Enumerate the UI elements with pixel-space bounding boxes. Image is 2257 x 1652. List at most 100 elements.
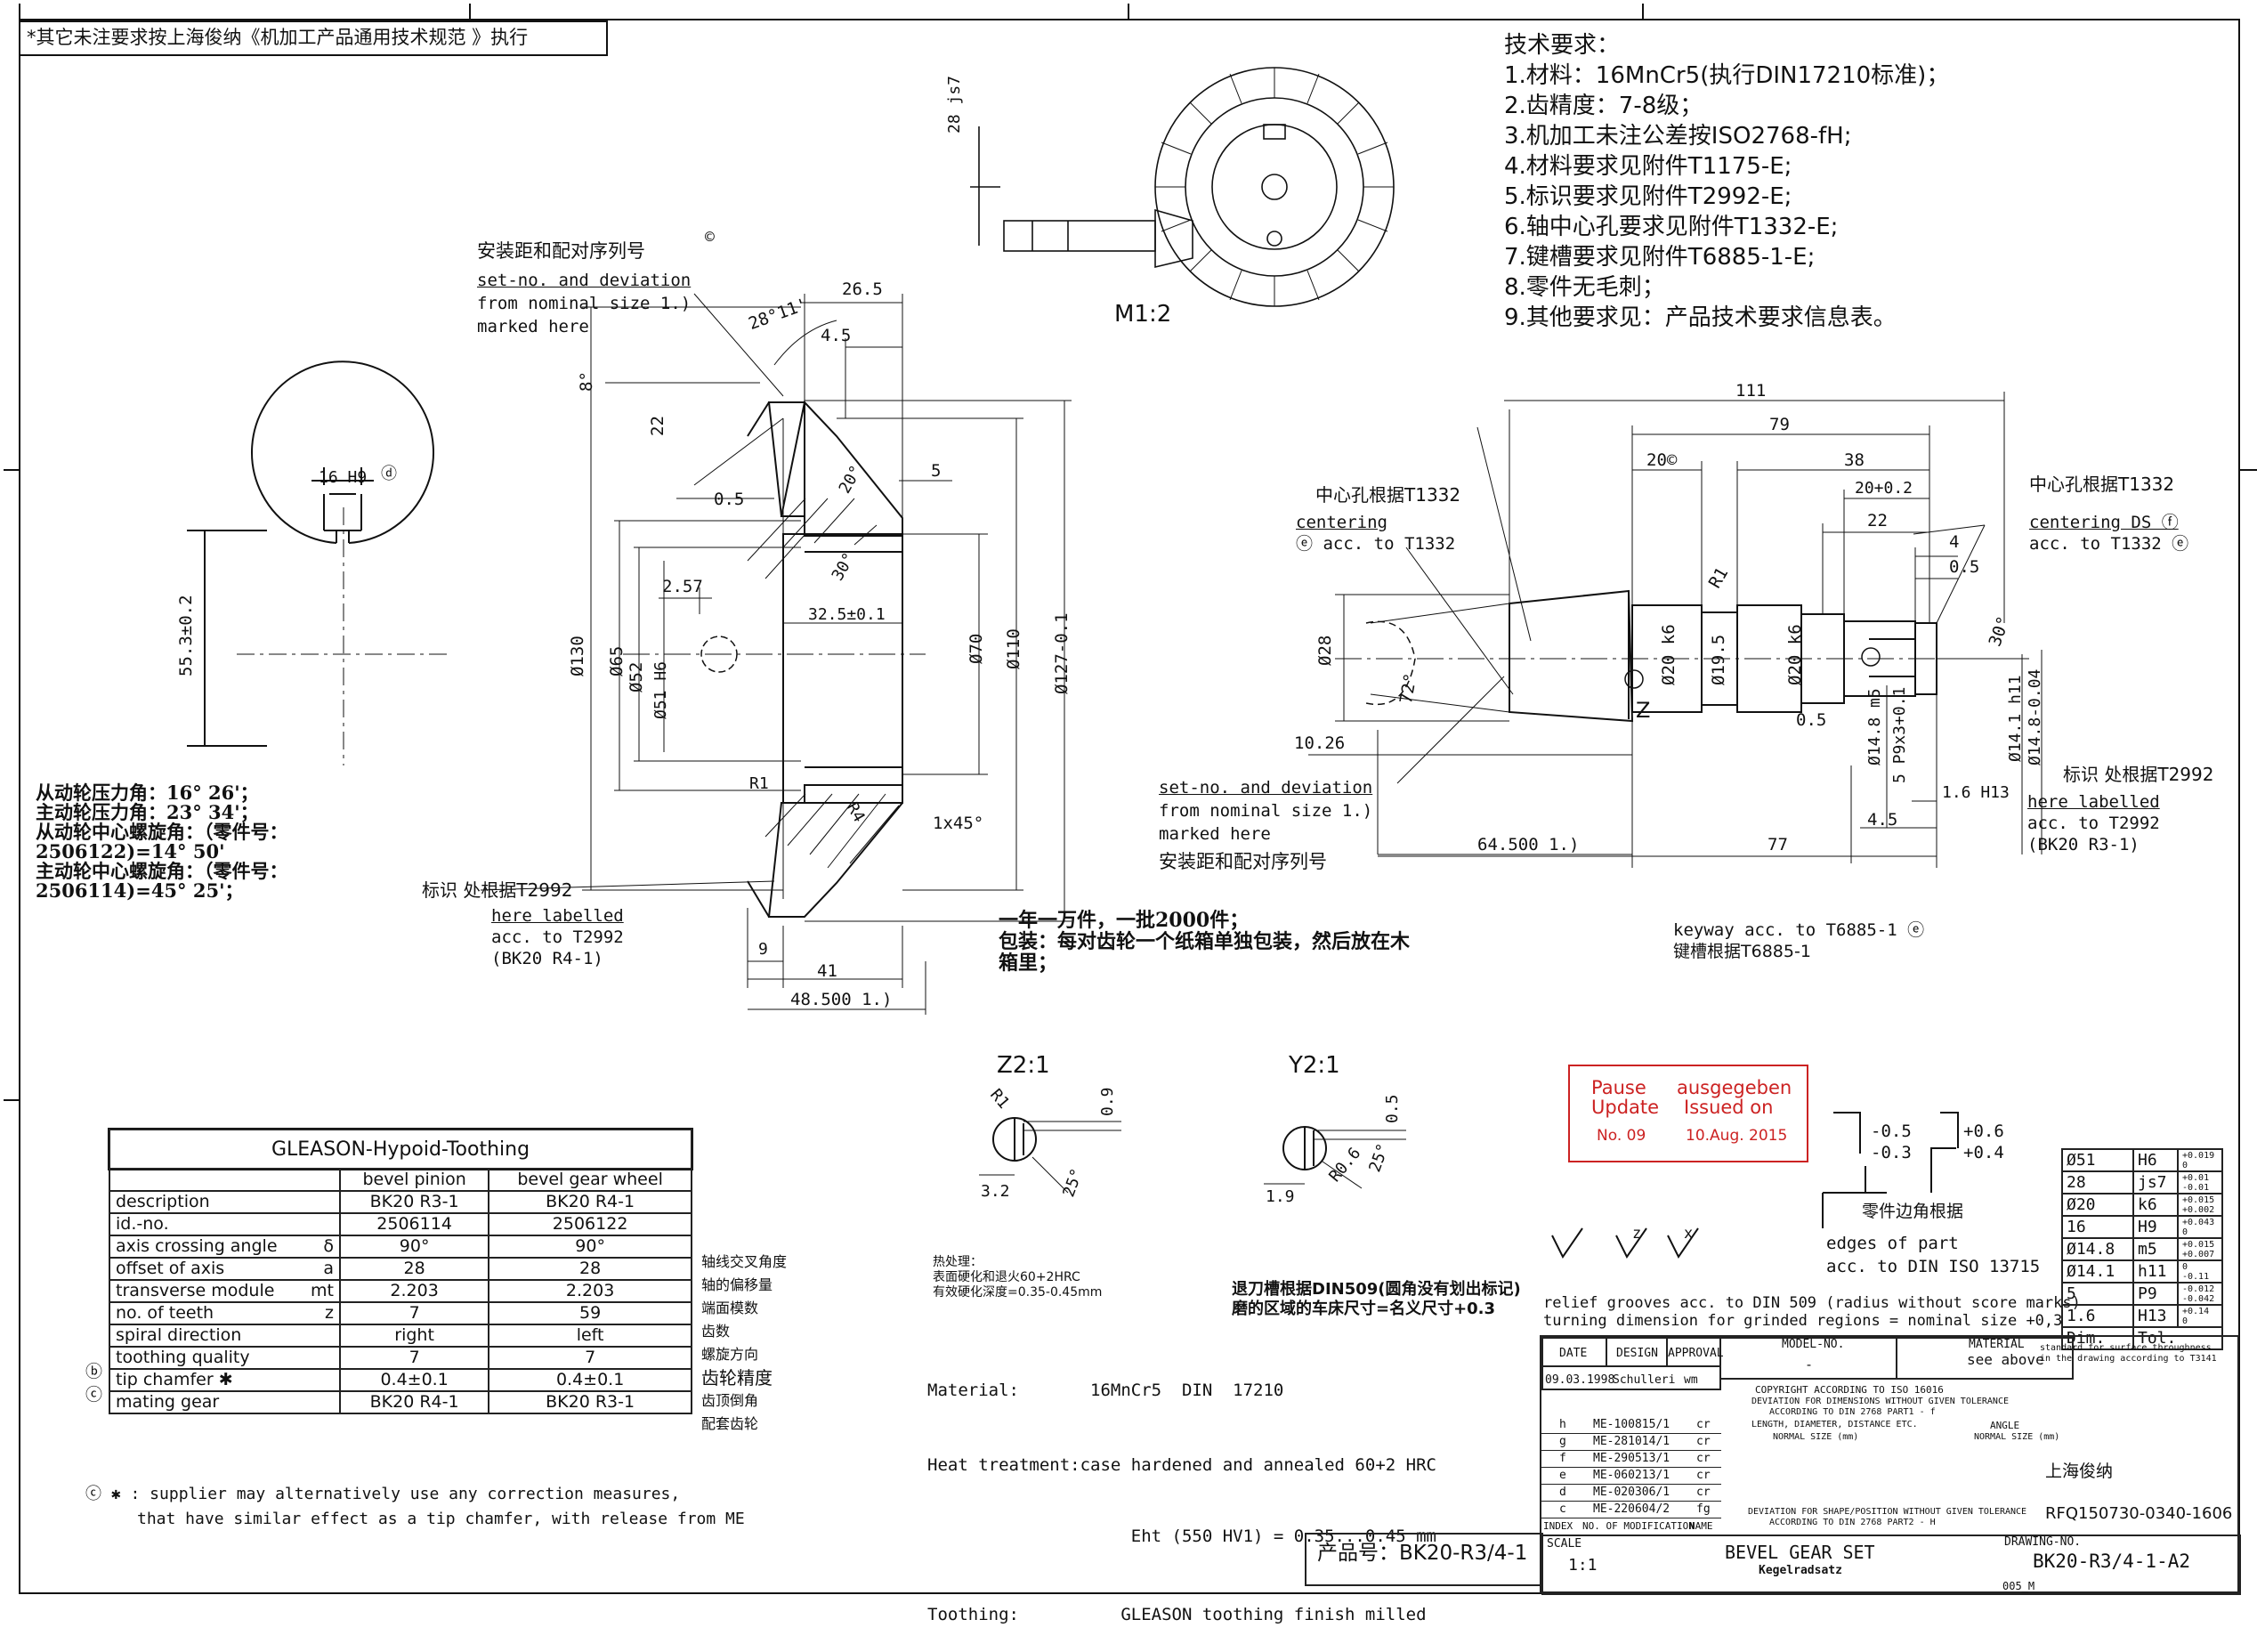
tech-item: 6.轴中心孔要求见附件T1332-E; xyxy=(1504,214,1839,240)
dim: 0.5 xyxy=(714,490,745,509)
tb-copyright: COPYRIGHT ACCORDING TO ISO 16016 xyxy=(1755,1384,1944,1396)
keyway-circle xyxy=(187,360,450,765)
row-v2: 59 xyxy=(488,1301,692,1325)
row-sym: a xyxy=(323,1259,334,1278)
scale-m12: M1:2 xyxy=(1114,301,1172,328)
tb-dev1: DEVIATION FOR DIMENSIONS WITHOUT GIVEN T… xyxy=(1751,1397,2009,1406)
packing-line: 箱里； xyxy=(999,952,1058,975)
tech-item: 5.标识要求见附件T2992-E; xyxy=(1504,183,1792,210)
z-dim: 3.2 xyxy=(981,1182,1010,1201)
rev-index-h: INDEX xyxy=(1543,1520,1573,1532)
tol-header-row: Dim.Tol. xyxy=(2061,1326,2223,1350)
shaft-center-right-2: acc. to T1332 ⓔ xyxy=(2029,534,2189,554)
dim: Ø127-0.1 xyxy=(1052,612,1072,694)
dim: 64.500 1.) xyxy=(1477,835,1580,854)
tb-approval-h: APPROVAL xyxy=(1668,1347,1724,1360)
row-v1: 2506114 xyxy=(338,1212,490,1236)
rev-no: ME-100815/1 xyxy=(1593,1418,1671,1431)
keyway-d-mark: ⓓ xyxy=(381,465,397,483)
sheet-code: 005_M xyxy=(2002,1580,2035,1592)
row-label: toothing quality xyxy=(109,1346,341,1370)
row-cn: 端面模数 xyxy=(701,1300,759,1316)
tol-dim: 16 xyxy=(2061,1215,2134,1239)
stamp-pause: Pause xyxy=(1591,1077,1646,1098)
footnote-1: ⓒ ✱ : supplier may alternatively use any… xyxy=(85,1485,681,1503)
header-note: *其它未注要求按上海俊纳《机加工产品通用技术规范 》执行 xyxy=(27,27,529,48)
row-label: no. of teeth xyxy=(116,1303,214,1323)
row-v1: 2.203 xyxy=(338,1279,490,1303)
grind-en1: relief grooves acc. to DIN 509 (radius w… xyxy=(1543,1294,2081,1312)
rev-name: cr xyxy=(1696,1418,1711,1431)
angle-line: 主动轮中心螺旋角：（零件号： xyxy=(36,860,288,882)
shaft-center-left-2: ⓔ acc. to T1332 xyxy=(1296,534,1456,554)
tb-dev2: ACCORDING TO DIN 2768 PART1 - f xyxy=(1769,1407,1936,1417)
dim: Ø20 k6 xyxy=(1785,624,1805,685)
tb-design: Schulleri xyxy=(1613,1373,1676,1387)
dim: 20© xyxy=(1646,450,1678,470)
tol-dim: Ø20 xyxy=(2061,1193,2134,1217)
row-cn: 齿数 xyxy=(701,1323,731,1340)
rev-idx: d xyxy=(1559,1486,1566,1499)
dim: 8° xyxy=(577,371,596,392)
surface-z: z xyxy=(1632,1225,1642,1243)
row-label: spiral direction xyxy=(109,1324,341,1348)
rev-name: cr xyxy=(1696,1486,1711,1499)
material-line: Toothing: GLEASON toothing finish milled xyxy=(927,1605,1427,1624)
dim: Ø14.8-0.04 xyxy=(2026,668,2044,765)
row-v2: left xyxy=(488,1324,692,1348)
tol-class: js7 xyxy=(2132,1170,2179,1194)
material-block: Material: 16MnCr5 DIN 17210 Heat treatme… xyxy=(927,1328,1436,1652)
row-sym: z xyxy=(325,1303,334,1323)
angle-line: 2506122)=14° 50' xyxy=(36,840,225,862)
row-label: id.-no. xyxy=(109,1212,341,1236)
row-v2: 90° xyxy=(488,1235,692,1259)
keyway-note: keyway acc. to T6885-1 ⓔ xyxy=(1673,920,1925,940)
dim: 4.5 xyxy=(821,326,852,345)
tol-values: +0.14 0 xyxy=(2177,1304,2223,1328)
shaft-setno-2: from nominal size 1.) xyxy=(1159,801,1373,821)
tech-item: 4.材料要求见附件T1175-E; xyxy=(1504,153,1792,180)
packing-note: 一年一万件，一批2000件； 包装：每对齿轮一个纸箱单独包装，然后放在木 箱里； xyxy=(999,910,1410,974)
title-block: DATE DESIGN APPROVAL MODEL-NO. - MATERIA… xyxy=(1540,1335,2241,1595)
keyway-note-cn: 键槽根据T6885-1 xyxy=(1673,942,1811,961)
dim: 48.500 1.) xyxy=(790,990,893,1009)
edge-d: +0.4 xyxy=(1963,1143,2004,1162)
rev-idx: f xyxy=(1559,1452,1566,1465)
gear-mount-3: marked here xyxy=(477,317,589,336)
row-v2: 28 xyxy=(488,1257,692,1281)
tb-shape1: DEVIATION FOR SHAPE/POSITION WITHOUT GIV… xyxy=(1748,1507,2027,1517)
shaft-mark-cn: 标识 处根据T2992 xyxy=(2063,764,2214,785)
dim: 1.6 H13 xyxy=(1942,783,2010,802)
tb-material-h: MATERIAL xyxy=(1969,1338,2025,1351)
tol-class: h11 xyxy=(2132,1259,2179,1284)
shaft-setno-3: marked here xyxy=(1159,824,1271,844)
gear-mount-cn: 安装距和配对序列号 xyxy=(477,240,645,262)
rev-name: fg xyxy=(1696,1502,1711,1516)
row-cn: 轴线交叉角度 xyxy=(701,1253,788,1270)
row-v2: BK20 R4-1 xyxy=(488,1190,692,1214)
row-sym: δ xyxy=(323,1236,334,1256)
row-v2: 0.4±0.1 xyxy=(488,1368,692,1392)
tb-date-row xyxy=(1541,1365,1721,1390)
shaft-center-left-1: centering xyxy=(1296,513,1387,532)
tb-title: BEVEL GEAR SET xyxy=(1725,1542,1875,1563)
shaft-mark-2: acc. to T2992 xyxy=(2027,814,2160,833)
row-v2: 2.203 xyxy=(488,1279,692,1303)
tol-class: H13 xyxy=(2132,1304,2179,1328)
row-label: mating gear xyxy=(109,1390,341,1414)
dim: 9 xyxy=(758,940,768,959)
tb-model-h: MODEL-NO. xyxy=(1782,1338,1845,1351)
z-dim: 0.9 xyxy=(1098,1087,1117,1116)
row-v1: BK20 R4-1 xyxy=(338,1390,490,1414)
